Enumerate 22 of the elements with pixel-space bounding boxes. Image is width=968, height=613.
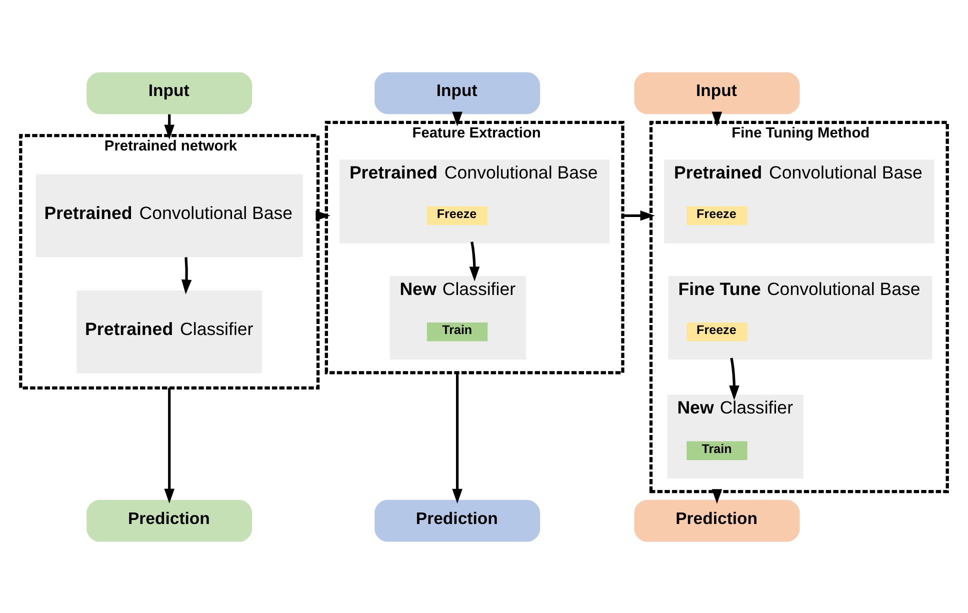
node-box: Freeze xyxy=(686,206,748,225)
node-box: Pretrained Classifier xyxy=(76,290,262,373)
node-box: Freeze xyxy=(426,206,488,225)
arrow xyxy=(452,111,462,126)
node-box: Train xyxy=(686,440,748,460)
node-box: Prediction xyxy=(634,499,800,542)
arrow xyxy=(181,256,192,294)
arrow xyxy=(316,210,330,220)
node-box: Prediction xyxy=(374,499,540,542)
arrow xyxy=(622,210,655,220)
arrow xyxy=(712,488,722,504)
arrow xyxy=(729,357,740,400)
node-box: Pretrained Convolutional Base xyxy=(36,174,303,256)
arrow xyxy=(469,241,480,281)
node-box: Freeze xyxy=(686,322,748,341)
node-box: Prediction xyxy=(86,499,252,542)
arrow xyxy=(164,114,174,139)
node-box: Train xyxy=(426,322,488,341)
arrow xyxy=(452,372,462,504)
arrow xyxy=(164,387,174,503)
arrow xyxy=(712,111,722,126)
node-box: Input xyxy=(86,72,252,114)
